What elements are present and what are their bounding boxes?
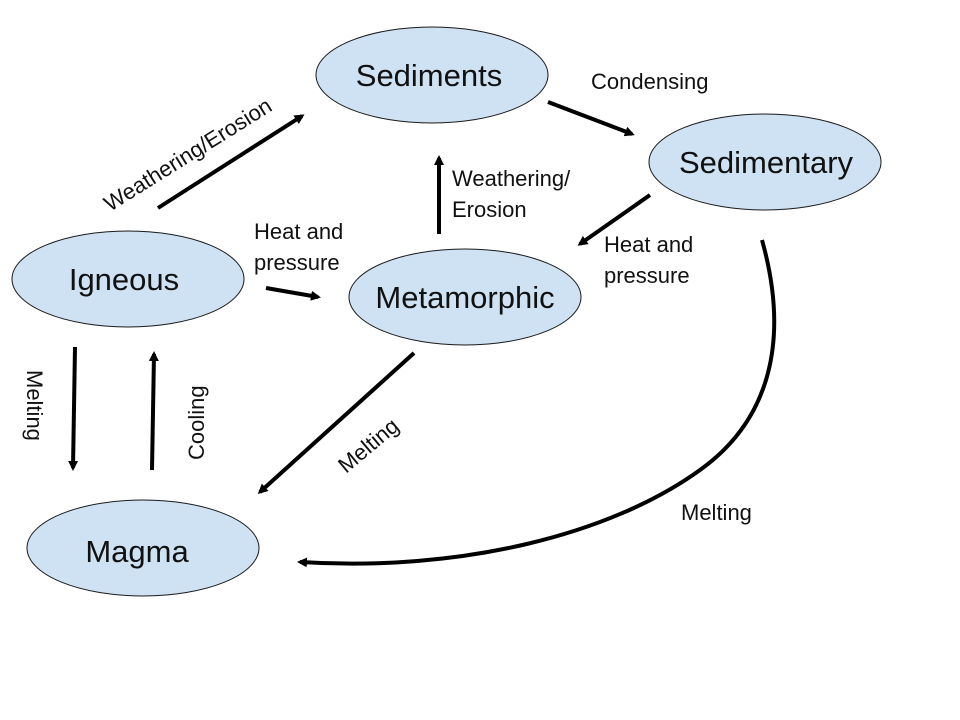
arrow-sedimentary-to-magma <box>297 239 777 568</box>
arrow-metamorphic-to-magma <box>257 351 416 495</box>
label-metamorphic-to-magma: Melting <box>333 413 403 478</box>
node-magma: Magma <box>26 499 260 597</box>
label-igneous-to-magma: Melting <box>22 370 47 441</box>
igneous-label: Igneous <box>69 262 179 297</box>
node-sediments: Sediments <box>315 26 549 124</box>
sedimentary-label: Sedimentary <box>679 145 854 180</box>
label-sediments-to-sedimentary: Condensing <box>591 69 708 94</box>
label-metamorphic-to-sediments-line2: Erosion <box>452 197 527 222</box>
node-igneous: Igneous <box>11 230 245 328</box>
sedimentary-shape <box>648 113 882 211</box>
label-igneous-to-metamorphic-line1: Heat and <box>254 219 343 244</box>
label-magma-to-igneous: Cooling <box>184 385 209 460</box>
arrow-igneous-to-metamorphic <box>265 286 321 301</box>
metamorphic-shape <box>348 248 582 346</box>
arrow-sediments-to-sedimentary <box>547 100 635 137</box>
label-igneous-to-sediments: Weathering/Erosion <box>99 93 276 216</box>
label-sedimentary-to-metamorphic-line1: Heat and <box>604 232 693 257</box>
magma-shape <box>26 499 260 597</box>
label-metamorphic-to-sediments-line1: Weathering/ <box>452 166 571 191</box>
arrow-igneous-to-sediments <box>156 114 305 210</box>
label-sedimentary-to-magma: Melting <box>681 500 752 525</box>
arrow-igneous-to-magma <box>68 346 79 471</box>
metamorphic-label: Metamorphic <box>375 280 554 315</box>
sediments-shape <box>315 26 549 124</box>
magma-label: Magma <box>85 534 189 569</box>
node-metamorphic: Metamorphic <box>348 248 582 346</box>
arrow-magma-to-igneous <box>148 351 159 471</box>
label-igneous-to-metamorphic-line2: pressure <box>254 250 340 275</box>
arrow-sedimentary-to-metamorphic <box>577 193 652 246</box>
label-sedimentary-to-metamorphic-line2: pressure <box>604 263 690 288</box>
igneous-shape <box>11 230 245 328</box>
sediments-label: Sediments <box>356 58 502 93</box>
node-sedimentary: Sedimentary <box>648 113 882 211</box>
